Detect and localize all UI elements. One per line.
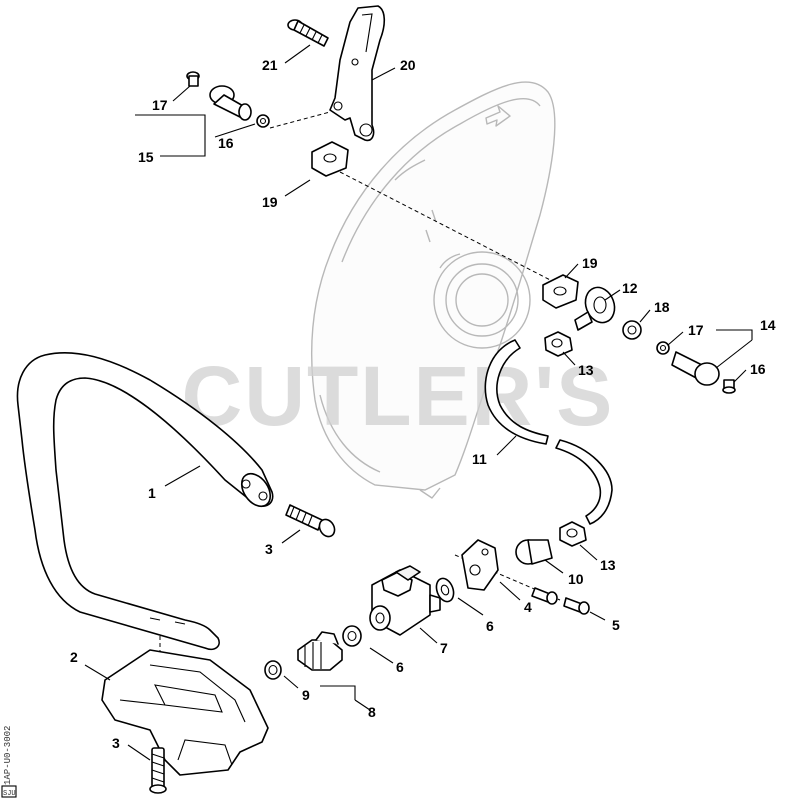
drawing-code: 1AP-U0-3002 (3, 726, 13, 785)
label-11: 11 (472, 451, 487, 467)
label-13-upper: 13 (578, 362, 594, 378)
label-8: 8 (368, 704, 376, 720)
label-19-upper: 19 (262, 194, 278, 210)
label-20: 20 (400, 57, 416, 73)
nipple-part-8 (297, 631, 343, 671)
banjo-fitting-part-12 (574, 286, 616, 331)
label-12: 12 (622, 280, 638, 296)
square-nut-part-19-upper (311, 141, 349, 177)
leader-lines (84, 44, 753, 761)
hose-part-11 (484, 339, 613, 525)
label-10: 10 (568, 571, 584, 587)
label-16-right: 16 (750, 361, 766, 377)
label-21: 21 (262, 57, 278, 73)
bolt-part-21 (287, 19, 329, 47)
corner-mark-box (1, 785, 17, 798)
valve-body-part-7 (369, 565, 441, 636)
watermark: CUTLER'S (182, 349, 615, 443)
screw-part-5 (563, 597, 590, 615)
screw-part-3-bottom (149, 747, 167, 794)
label-18: 18 (654, 299, 670, 315)
callout-labels: 1 2 3 3 4 5 6 6 7 8 9 10 11 12 13 13 14 … (70, 57, 776, 751)
label-4: 4 (524, 599, 532, 615)
bracket-arm-part-20 (329, 5, 386, 142)
label-5: 5 (612, 617, 620, 633)
o-ring-part-9 (264, 660, 282, 680)
mounting-plate (461, 539, 499, 591)
label-1: 1 (148, 485, 156, 501)
screw-part-16-right (722, 379, 736, 394)
handle-bar-part-1 (16, 352, 274, 651)
label-13-lower: 13 (600, 557, 616, 573)
stud-part-15 (209, 85, 252, 121)
label-9: 9 (302, 687, 310, 703)
washer-part-17-right (656, 341, 670, 355)
connector-part-10 (515, 539, 553, 565)
screw-part-17-left (186, 71, 200, 87)
label-14: 14 (760, 317, 776, 333)
label-6-right: 6 (486, 618, 494, 634)
screw-part-3-top (285, 504, 336, 538)
label-16-left: 16 (218, 135, 234, 151)
square-nut-part-19-right (542, 274, 579, 309)
foot-bracket-part-2 (101, 649, 269, 776)
housing-ghost (311, 81, 556, 499)
label-17-left: 17 (152, 97, 168, 113)
label-6-left: 6 (396, 659, 404, 675)
label-2: 2 (70, 649, 78, 665)
washer-part-6-right (435, 577, 455, 603)
washer-part-16-left (256, 114, 270, 128)
stud-part-14 (671, 351, 720, 386)
washer-part-6-left (342, 625, 362, 647)
label-3-bottom: 3 (112, 735, 120, 751)
fitting-nut-part-13-upper (544, 331, 573, 357)
screw-part-4 (531, 587, 558, 605)
washer-part-18 (622, 320, 642, 340)
corner-mark: SJU (3, 790, 16, 798)
label-3-top: 3 (265, 541, 273, 557)
fitting-nut-part-13-lower (559, 521, 587, 547)
label-15: 15 (138, 149, 154, 165)
label-19-right: 19 (582, 255, 598, 271)
label-17-right: 17 (688, 322, 704, 338)
label-7: 7 (440, 640, 448, 656)
